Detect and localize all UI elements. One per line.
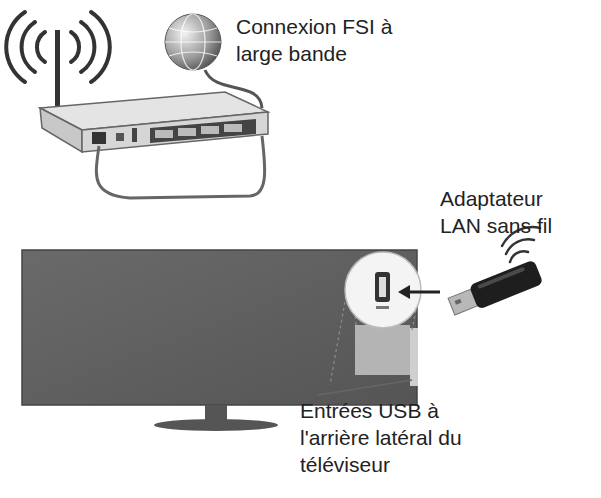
wifi-dongle: [447, 259, 544, 318]
usb-inputs-label: Entrées USB à l'arrière latéral du télév…: [300, 398, 486, 479]
ethernet-cable: [96, 136, 264, 198]
leader-line: [318, 380, 412, 395]
usb-port-zoom: [345, 252, 421, 328]
router-antenna: [55, 30, 60, 112]
isp-label: Connexion FSI à large bande: [236, 14, 418, 68]
side-strip: [410, 328, 418, 386]
usb-panel: [355, 325, 410, 375]
insert-arrow: [398, 285, 440, 299]
globe-icon: [165, 14, 221, 70]
router: [40, 92, 268, 152]
adapter-label: Adaptateur LAN sans fil: [440, 186, 580, 240]
